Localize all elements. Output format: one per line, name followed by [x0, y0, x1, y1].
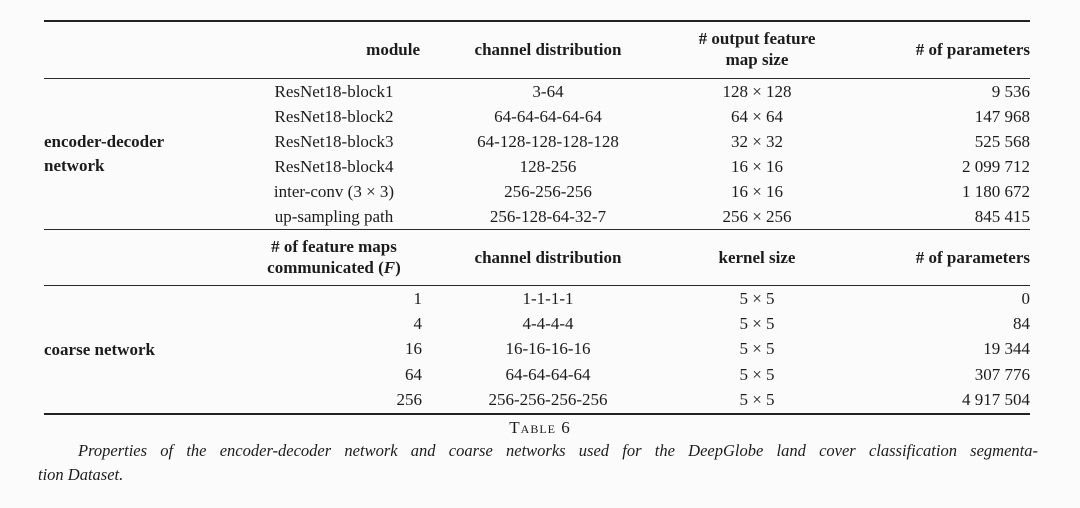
- cell-kernel-size: 5 × 5: [739, 364, 775, 384]
- col-header-kernel-size: kernel size: [718, 247, 796, 267]
- table-row: 256 256-256-256-256 5 × 5 4 917 504: [234, 388, 1031, 413]
- table-row: 64 64-64-64-64 5 × 5 307 776: [234, 362, 1030, 387]
- cell-params: 9 536: [991, 81, 1030, 101]
- cell-channels: 4-4-4-4: [522, 314, 574, 334]
- col-header-module: module: [366, 40, 420, 59]
- cell-module: ResNet18-block2: [274, 106, 394, 126]
- cell-feature-maps: 256: [396, 390, 423, 410]
- cell-channels: 256-256-256-256: [488, 390, 608, 410]
- cell-map-size: 16 × 16: [730, 156, 784, 176]
- encoder-decoder-rows: ResNet18-block1 3-64 128 × 128 9 536 Res…: [234, 79, 1030, 229]
- coarse-network-rows: 1 1-1-1-1 5 × 5 0 4 4-4-4-4 5 × 5 84 16 …: [234, 286, 1031, 413]
- properties-table: module channel distribution # output fea…: [44, 20, 1030, 415]
- cell-feature-maps: 1: [413, 288, 423, 308]
- cell-module: ResNet18-block4: [274, 156, 394, 176]
- col-header-channel-distribution: channel distribution: [474, 40, 622, 59]
- cell-module: ResNet18-block3: [274, 131, 394, 151]
- cell-params: 845 415: [974, 206, 1030, 226]
- table-row: 1 1-1-1-1 5 × 5 0: [234, 286, 1031, 311]
- cell-module: ResNet18-block1: [274, 81, 394, 101]
- cell-kernel-size: 5 × 5: [739, 314, 775, 334]
- col-header-num-parameters: # of parameters: [915, 40, 1030, 59]
- table-row: ResNet18-block3 64-128-128-128-128 32 × …: [234, 129, 1031, 154]
- col-header-output-feature-map-size: # output feature map size: [698, 29, 816, 69]
- cell-params: 84: [1013, 314, 1030, 334]
- table-row: 4 4-4-4-4 5 × 5 84: [234, 311, 1031, 336]
- table-row: ResNet18-block2 64-64-64-64-64 64 × 64 1…: [234, 104, 1031, 129]
- cell-kernel-size: 5 × 5: [739, 288, 775, 308]
- cell-channels: 128-256: [519, 156, 577, 176]
- table-header-coarse: # of feature maps communicated (F) chann…: [44, 230, 1030, 286]
- cell-module: up-sampling path: [274, 206, 394, 226]
- cell-channels: 256-128-64-32-7: [489, 206, 607, 226]
- cell-feature-maps: 4: [413, 314, 423, 334]
- cell-map-size: 64 × 64: [730, 106, 784, 126]
- section-coarse-network: coarse network 1 1-1-1-1 5 × 5 0 4 4-4-4…: [44, 286, 1030, 413]
- table-row: up-sampling path 256-128-64-32-7 256 × 2…: [234, 204, 1030, 229]
- cell-params: 2 099 712: [962, 156, 1030, 176]
- table-caption-label: Table 6: [509, 417, 571, 437]
- cell-channels: 3-64: [532, 81, 564, 101]
- table-caption-text: Properties of the encoder-decoder networ…: [38, 439, 1038, 487]
- cell-map-size: 32 × 32: [730, 131, 784, 151]
- cell-channels: 1-1-1-1: [522, 288, 574, 308]
- cell-channels: 64-128-128-128-128: [477, 131, 619, 151]
- cell-params: 4 917 504: [962, 390, 1030, 410]
- cell-params: 307 776: [974, 364, 1030, 384]
- table-row: ResNet18-block4 128-256 16 × 16 2 099 71…: [234, 154, 1031, 179]
- col-header-num-parameters: # of parameters: [915, 247, 1030, 267]
- group-label-coarse-network: coarse network: [44, 339, 155, 359]
- caption-line-2: tion Dataset.: [38, 464, 124, 484]
- cell-kernel-size: 5 × 5: [739, 339, 775, 359]
- table-row: 16 16-16-16-16 5 × 5 19 344: [234, 337, 1030, 362]
- cell-params: 0: [1021, 288, 1031, 308]
- cell-channels: 16-16-16-16: [505, 339, 591, 359]
- cell-map-size: 128 × 128: [722, 81, 792, 101]
- caption-line-1: Properties of the encoder-decoder networ…: [78, 440, 1038, 460]
- table-header-encoder-decoder: module channel distribution # output fea…: [44, 22, 1030, 79]
- cell-feature-maps: 16: [405, 339, 422, 359]
- cell-module: inter-conv (3 × 3): [273, 181, 395, 201]
- col-header-channel-distribution: channel distribution: [474, 247, 622, 267]
- table-row: ResNet18-block1 3-64 128 × 128 9 536: [234, 79, 1031, 104]
- cell-params: 525 568: [974, 131, 1030, 151]
- cell-params: 147 968: [974, 106, 1030, 126]
- cell-channels: 256-256-256: [504, 181, 592, 201]
- group-label-encoder-decoder-network: encoder-decoder network: [44, 132, 165, 175]
- cell-map-size: 16 × 16: [730, 181, 784, 201]
- cell-map-size: 256 × 256: [722, 206, 792, 226]
- table-row: inter-conv (3 × 3) 256-256-256 16 × 16 1…: [234, 179, 1030, 204]
- cell-kernel-size: 5 × 5: [739, 390, 775, 410]
- cell-channels: 64-64-64-64-64: [494, 106, 602, 126]
- cell-channels: 64-64-64-64: [505, 364, 591, 384]
- col-header-feature-maps-communicated: # of feature maps communicated (F): [267, 236, 401, 277]
- cell-params: 19 344: [983, 339, 1030, 359]
- section-encoder-decoder-network: encoder-decoder network ResNet18-block1 …: [44, 79, 1030, 230]
- cell-feature-maps: 64: [405, 364, 422, 384]
- cell-params: 1 180 672: [962, 181, 1030, 201]
- math-F-symbol: F: [383, 257, 396, 277]
